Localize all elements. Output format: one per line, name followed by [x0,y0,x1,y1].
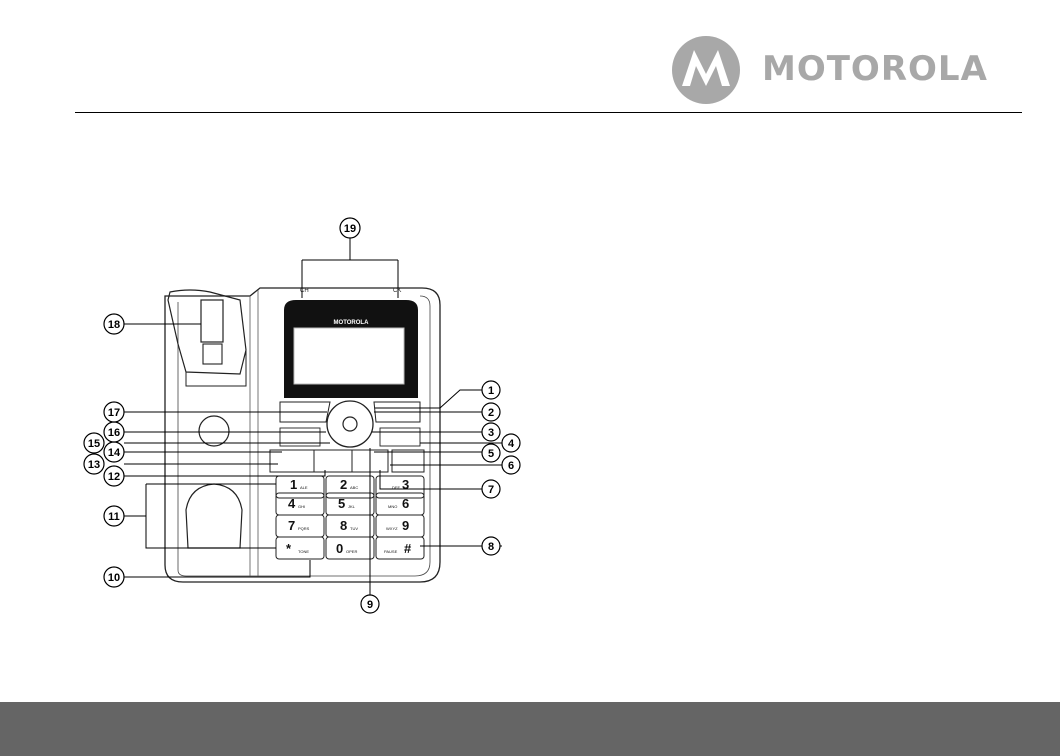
key-8-digit: 8 [340,518,347,533]
footer-band [0,702,1060,756]
display-left-label: CH [300,288,309,294]
key-3-digit: 3 [402,477,409,492]
svg-text:7: 7 [488,484,494,496]
callout-17: 17 [104,402,124,422]
hook-switch [201,300,223,342]
callout-2: 2 [482,403,500,421]
svg-text:4: 4 [508,438,515,450]
key-phonebook [380,428,420,446]
svg-text:15: 15 [88,438,100,450]
key-2-digit: 2 [340,477,347,492]
phone-diagram: MOTOROLA CH CK 1 ALE 2 ABC DEF 3 4 GHI 5… [0,0,1060,700]
callout-18: 18 [104,314,124,334]
svg-text:14: 14 [108,447,121,459]
key-1-digit: 1 [290,477,297,492]
key-8-letters: TUV [350,526,358,531]
callout-6: 6 [502,456,520,474]
svg-text:19: 19 [344,223,356,235]
callout-11: 11 [104,506,124,526]
speaker-hole [199,416,229,446]
key-hash-letters: PAUSE [384,549,398,554]
display-right-label: CK [393,288,401,294]
key-1-letters: ALE [300,485,308,490]
callout-7: 7 [482,480,500,498]
key-0-letters: OPER [346,549,357,554]
callout-12: 12 [104,466,124,486]
callout-3: 3 [482,423,500,441]
svg-text:11: 11 [108,511,120,523]
callout-1: 1 [482,381,500,399]
key-star-digit: * [286,541,292,556]
key-2-letters: ABC [350,485,358,490]
svg-text:18: 18 [108,319,120,331]
key-6-letters: MNO [388,504,397,509]
callout-14: 14 [104,442,124,462]
callout-16: 16 [104,422,124,442]
svg-text:10: 10 [108,572,120,584]
svg-text:12: 12 [108,471,120,483]
key-play-stop [314,450,352,472]
svg-text:1: 1 [488,385,494,397]
callout-19: 19 [340,218,360,238]
key-4-letters: GHI [298,504,305,509]
key-6-digit: 6 [402,496,409,511]
callout-10: 10 [104,567,124,587]
key-7-letters: PQRS [298,526,310,531]
svg-text:17: 17 [108,407,120,419]
callout-13: 13 [84,454,104,474]
key-0 [326,537,374,559]
handset-earpiece-slot [186,484,242,548]
callout-5: 5 [482,444,500,462]
key-9-digit: 9 [402,518,409,533]
callout-15: 15 [84,433,104,453]
key-7-digit: 7 [288,518,295,533]
svg-text:13: 13 [88,459,100,471]
display-brand: MOTOROLA [334,320,370,326]
key-0-digit: 0 [336,541,343,556]
key-hash [376,537,424,559]
key-star [276,537,324,559]
svg-text:9: 9 [367,599,373,611]
svg-text:6: 6 [508,460,514,472]
key-9 [376,515,424,537]
key-4-digit: 4 [288,496,296,511]
lcd-screen [294,328,404,384]
svg-text:8: 8 [488,541,494,553]
key-hash-digit: # [404,541,412,556]
key-3 [376,476,424,498]
key-recall [392,450,424,472]
callout-8: 8 [482,537,500,555]
key-star-letters: TONE [298,549,309,554]
svg-text:2: 2 [488,407,494,419]
key-6 [376,493,424,515]
callout-4: 4 [502,434,520,452]
key-rewind [270,450,314,472]
svg-text:16: 16 [108,427,120,439]
svg-text:5: 5 [488,448,494,460]
key-9-letters: WXYZ [386,526,398,531]
handset-cradle [168,290,246,374]
callout-9: 9 [361,595,379,613]
keypad: 1 ALE 2 ABC DEF 3 4 GHI 5 JKL MNO 6 7 PQ… [276,476,424,559]
nav-center-button [343,417,357,431]
key-5-letters: JKL [348,504,356,509]
svg-text:3: 3 [488,427,494,439]
nav-ring [327,401,373,447]
key-5-digit: 5 [338,496,345,511]
